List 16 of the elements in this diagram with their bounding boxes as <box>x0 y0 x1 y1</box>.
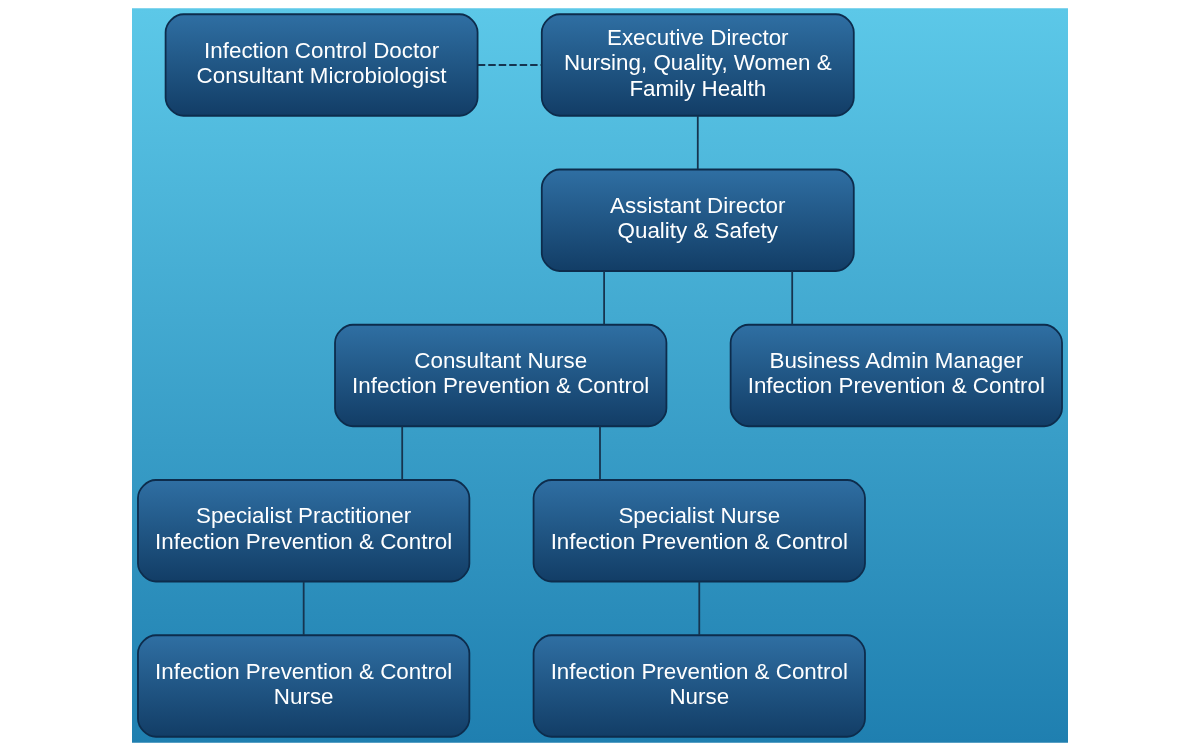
node-box: Specialist Practitioner Infection Prevention & Control <box>136 479 470 583</box>
connector <box>790 270 793 326</box>
connector <box>697 580 700 636</box>
connector <box>696 114 699 171</box>
connector <box>400 425 403 481</box>
node-box: Infection Prevention & Control Nurse <box>136 634 470 738</box>
node-box: Consultant Nurse Infection Prevention & Control <box>333 323 667 428</box>
node-box: Assistant Director Quality & Safety <box>540 168 855 272</box>
connector <box>302 580 305 636</box>
node-box: Specialist Nurse Infection Prevention & Control <box>532 479 866 583</box>
node-box: Executive Director Nursing, Quality, Women & Family Health <box>540 13 855 117</box>
connector <box>598 425 601 481</box>
node-box: Infection Control Doctor Consultant Microbiologist <box>164 13 478 117</box>
node-box: Infection Prevention & Control Nurse <box>532 634 866 738</box>
connector <box>602 270 605 326</box>
node-box: Business Admin Manager Infection Prevention & Control <box>729 323 1063 428</box>
